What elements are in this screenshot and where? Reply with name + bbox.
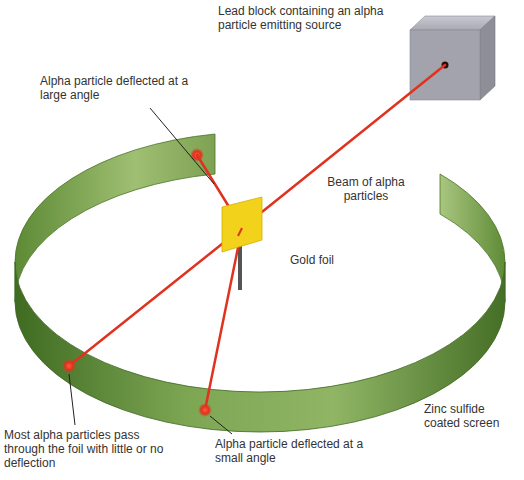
beam-through-foil bbox=[238, 228, 242, 236]
impact-spot bbox=[62, 359, 76, 373]
annotation-label: Lead block containing an alpha particle … bbox=[218, 4, 406, 32]
screen-back-right bbox=[440, 174, 505, 302]
leader-lines bbox=[69, 108, 232, 434]
annotation-label: Alpha particle deflected at a large angl… bbox=[40, 74, 190, 102]
gold-foil bbox=[222, 197, 262, 252]
annotation-label: Gold foil bbox=[290, 253, 380, 267]
lead-block-side bbox=[480, 16, 495, 100]
annotation-label: Most alpha particles pass through the fo… bbox=[4, 428, 169, 470]
annotation-label: Alpha particle deflected at a small angl… bbox=[215, 437, 365, 465]
annotation-label: Zinc sulfide coated screen bbox=[424, 402, 520, 430]
alpha-beams bbox=[69, 65, 445, 410]
screen-back-left bbox=[15, 134, 215, 302]
impact-spot bbox=[198, 403, 212, 417]
annotation-label: Beam of alpha particles bbox=[316, 175, 416, 203]
